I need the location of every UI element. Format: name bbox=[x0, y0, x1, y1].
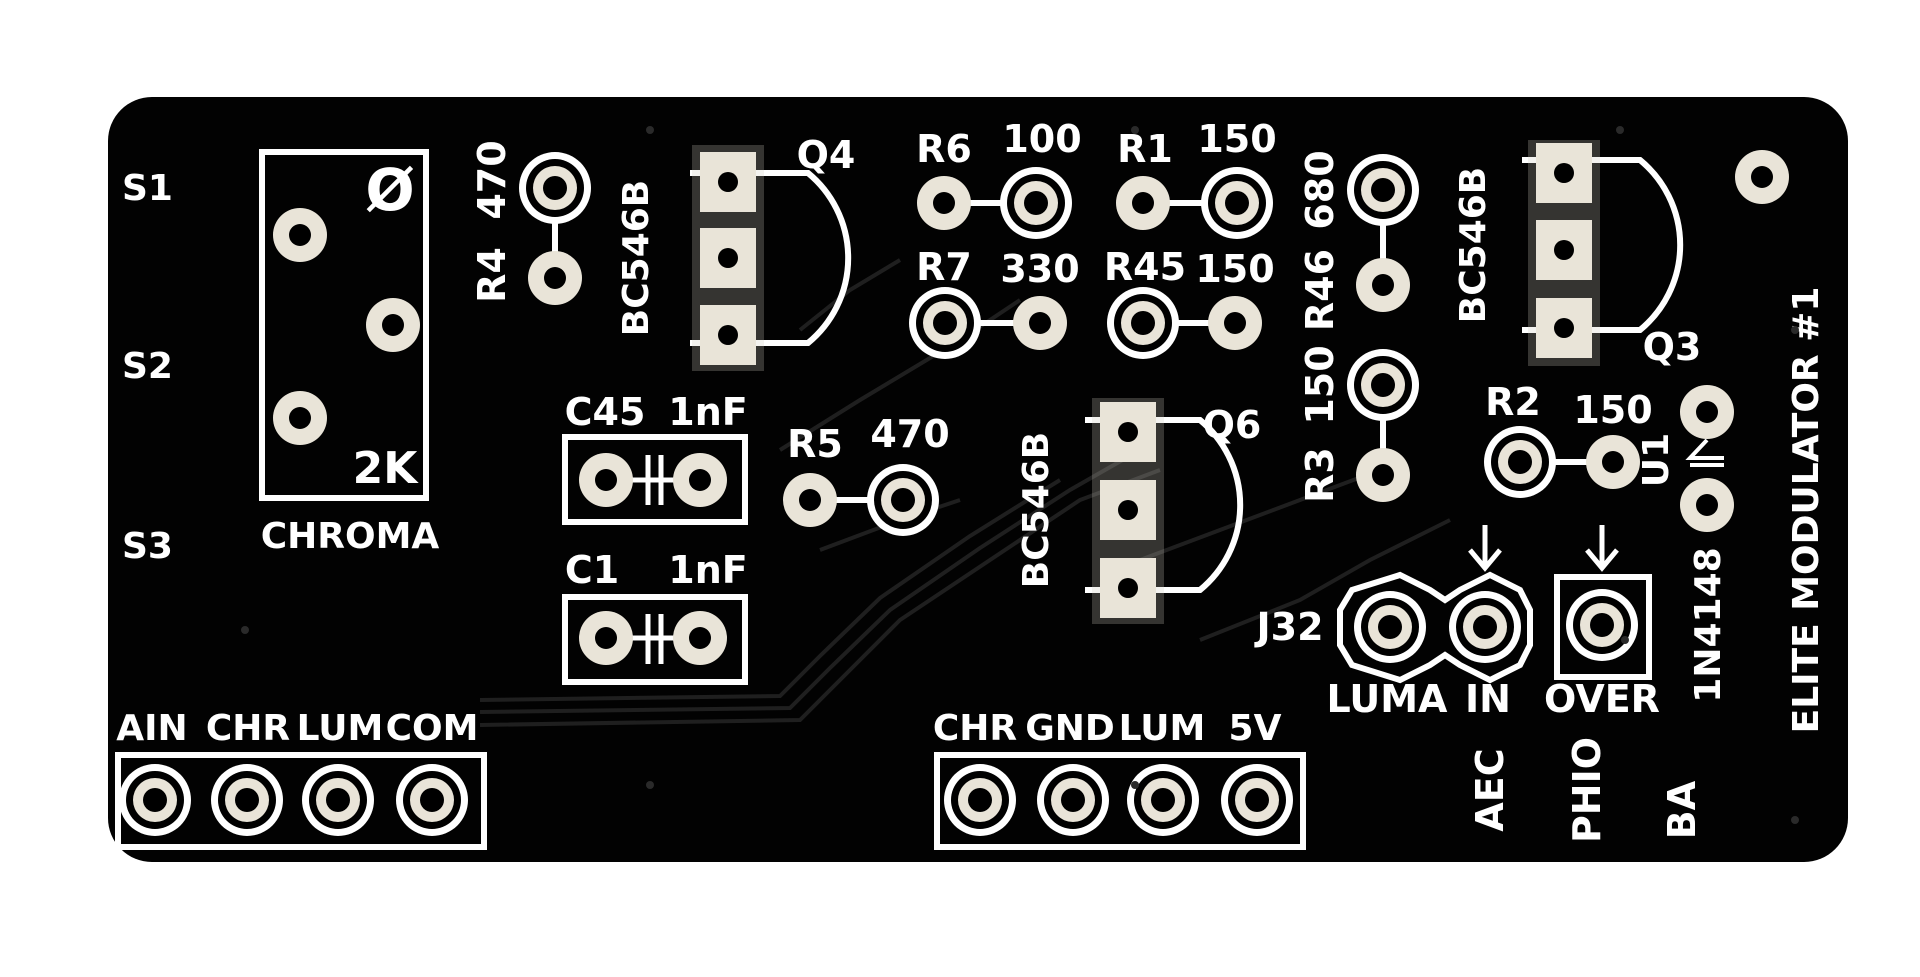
r7-value-label: 330 bbox=[1000, 247, 1079, 291]
vias bbox=[241, 126, 1799, 824]
header-right-gnd-label: GND bbox=[1025, 708, 1115, 749]
c45-value-label: 1nF bbox=[668, 390, 747, 434]
r3-ref-label: R3 bbox=[1298, 447, 1342, 503]
side-label-aec: AEC bbox=[1468, 748, 1512, 831]
transistor-q3: BC546B Q3 bbox=[1453, 140, 1701, 369]
r46-value-label: 680 bbox=[1298, 150, 1342, 229]
r6-value-label: 100 bbox=[1002, 117, 1081, 161]
resistor-r5: R5 470 bbox=[783, 412, 950, 536]
pot-pin-s1-label: S1 bbox=[122, 168, 173, 209]
r45-value-label: 150 bbox=[1195, 247, 1274, 291]
resistor-r45: R45 150 bbox=[1104, 245, 1275, 359]
side-label-phio: PHIO bbox=[1565, 737, 1609, 843]
resistor-r7: R7 330 bbox=[909, 245, 1080, 359]
jumper-over: OVER bbox=[1544, 525, 1660, 721]
r5-value-label: 470 bbox=[870, 412, 949, 456]
header-left-chr-label: CHR bbox=[206, 708, 290, 749]
r1-value-label: 150 bbox=[1197, 117, 1276, 161]
resistor-r46: 680 R46 bbox=[1298, 150, 1419, 331]
resistor-r4: 470 R4 bbox=[470, 140, 591, 305]
j32-in-label: IN bbox=[1465, 677, 1511, 721]
transistor-q6: BC546B Q6 bbox=[1016, 398, 1261, 624]
mounting-hole bbox=[1735, 150, 1789, 204]
j32-ref-label: J32 bbox=[1253, 605, 1323, 649]
header-right-lum-label: LUM bbox=[1119, 708, 1206, 749]
r7-ref-label: R7 bbox=[916, 245, 972, 289]
header-left-com-label: COM bbox=[386, 708, 479, 749]
jumper-j32: J32 LUMA IN bbox=[1253, 525, 1533, 721]
q4-part-label: BC546B bbox=[616, 180, 657, 336]
pot-ref-label: CHROMA bbox=[261, 516, 440, 557]
resistor-r6: R6 100 bbox=[916, 117, 1082, 239]
board-title: ELITE MODULATOR #1 bbox=[1786, 287, 1827, 734]
resistor-r3: 150 R3 bbox=[1298, 345, 1419, 503]
over-label: OVER bbox=[1544, 677, 1660, 721]
c1-value-label: 1nF bbox=[668, 548, 747, 592]
r45-ref-label: R45 bbox=[1104, 245, 1186, 289]
capacitor-c1: C1 1nF bbox=[562, 548, 748, 685]
q3-part-label: BC546B bbox=[1453, 167, 1494, 323]
header-right-chr-label: CHR bbox=[933, 708, 1017, 749]
diode-u1: U1 1N4148 bbox=[1636, 385, 1734, 703]
resistor-r2: R2 150 bbox=[1484, 380, 1653, 498]
c1-ref-label: C1 bbox=[565, 548, 619, 592]
pot-value-label: 2K bbox=[353, 443, 420, 494]
j32-luma-label: LUMA bbox=[1327, 677, 1449, 721]
header-left-ain-label: AIN bbox=[116, 708, 187, 749]
u1-part-label: 1N4148 bbox=[1688, 547, 1729, 702]
r5-ref-label: R5 bbox=[787, 422, 843, 466]
resistor-r1: R1 150 bbox=[1116, 117, 1277, 239]
capacitor-c45: C45 1nF bbox=[562, 390, 748, 525]
r2-value-label: 150 bbox=[1573, 388, 1652, 432]
r46-ref-label: R46 bbox=[1298, 249, 1342, 331]
r1-ref-label: R1 bbox=[1117, 127, 1173, 171]
pot-pin-s2-label: S2 bbox=[122, 346, 173, 387]
header-left: AIN CHR LUM COM bbox=[115, 708, 487, 850]
q6-ref-label: Q6 bbox=[1203, 403, 1262, 447]
c45-ref-label: C45 bbox=[565, 390, 646, 434]
side-label-ba: BA bbox=[1660, 780, 1704, 839]
r3-value-label: 150 bbox=[1298, 345, 1342, 424]
u1-ref-label: U1 bbox=[1636, 433, 1677, 487]
q4-ref-label: Q4 bbox=[797, 133, 856, 177]
r6-ref-label: R6 bbox=[916, 127, 972, 171]
q3-ref-label: Q3 bbox=[1643, 325, 1702, 369]
header-right: CHR GND LUM 5V bbox=[933, 708, 1306, 850]
r4-value-label: 470 bbox=[470, 140, 514, 219]
r4-ref-label: R4 bbox=[470, 247, 514, 303]
chroma-potentiometer: Ø 2K CHROMA bbox=[259, 149, 440, 557]
pot-symbol: Ø bbox=[365, 156, 414, 224]
r2-ref-label: R2 bbox=[1485, 380, 1541, 424]
transistor-q4: BC546B Q4 bbox=[616, 133, 855, 371]
pot-pin-s3-label: S3 bbox=[122, 526, 173, 567]
header-right-5v-label: 5V bbox=[1229, 708, 1282, 749]
header-left-lum-label: LUM bbox=[297, 708, 384, 749]
q6-part-label: BC546B bbox=[1016, 432, 1057, 588]
